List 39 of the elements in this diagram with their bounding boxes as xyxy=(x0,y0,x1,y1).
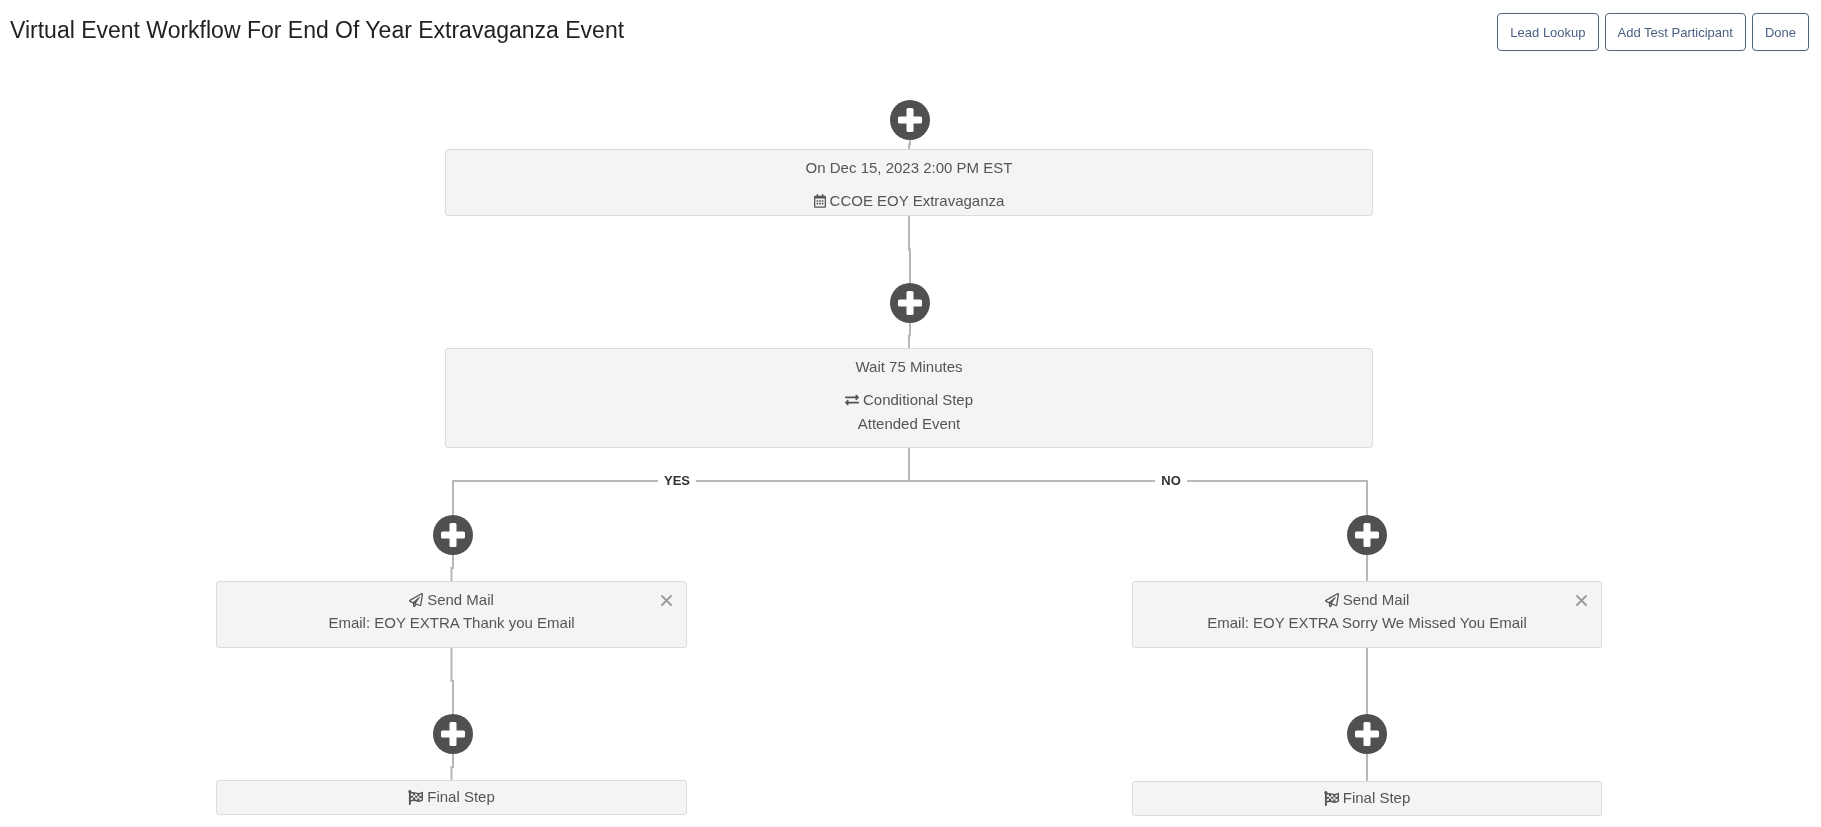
step-title: Final Step xyxy=(1342,788,1411,808)
plus-circle-icon xyxy=(433,515,473,555)
plus-circle-icon xyxy=(1347,515,1387,555)
step-title: Wait 75 Minutes xyxy=(855,357,963,377)
connector-line xyxy=(908,139,911,150)
connector-line xyxy=(452,480,910,516)
step-card xyxy=(1132,581,1602,648)
step-detail: CCOE EOY Extravaganza xyxy=(829,191,1005,211)
plus-circle-icon xyxy=(890,100,930,140)
plus-circle-icon xyxy=(890,283,930,323)
step-title: On Dec 15, 2023 2:00 PM EST xyxy=(805,158,1013,178)
done-button: Done xyxy=(1751,13,1809,51)
plus-circle-icon xyxy=(433,714,473,754)
step-detail: Conditional Step xyxy=(862,390,974,410)
connector-line xyxy=(1366,753,1368,782)
plus-circle-icon xyxy=(1347,714,1387,754)
step-detail: Attended Event xyxy=(857,414,961,434)
connector-line xyxy=(908,322,911,349)
connector-line xyxy=(1366,554,1368,582)
connector-line xyxy=(1366,647,1368,715)
lookup-button: Lead Lookup xyxy=(1497,13,1599,51)
connector-line xyxy=(450,554,454,582)
page-title: Virtual Event Workflow For End Of Year Extravaganza Event xyxy=(10,16,625,45)
add-participant-button: Add Test Participant xyxy=(1604,13,1746,51)
step-title: Send Mail xyxy=(1342,590,1410,610)
connector-line xyxy=(450,647,454,715)
connector-line xyxy=(908,447,910,482)
connector-line xyxy=(908,215,911,284)
step-card xyxy=(445,149,1373,216)
step-title: Send Mail xyxy=(427,590,494,610)
step-detail: Email: EOY EXTRA Sorry We Missed You Email xyxy=(1207,613,1527,633)
step-title: Final Step xyxy=(427,787,495,807)
connector-line xyxy=(450,753,454,781)
step-card xyxy=(1132,781,1602,816)
step-card xyxy=(216,780,687,815)
step-detail: Email: EOY EXTRA Thank you Email xyxy=(328,613,575,633)
step-card xyxy=(216,581,687,648)
step-card xyxy=(445,348,1373,448)
connector-line xyxy=(908,480,1368,516)
